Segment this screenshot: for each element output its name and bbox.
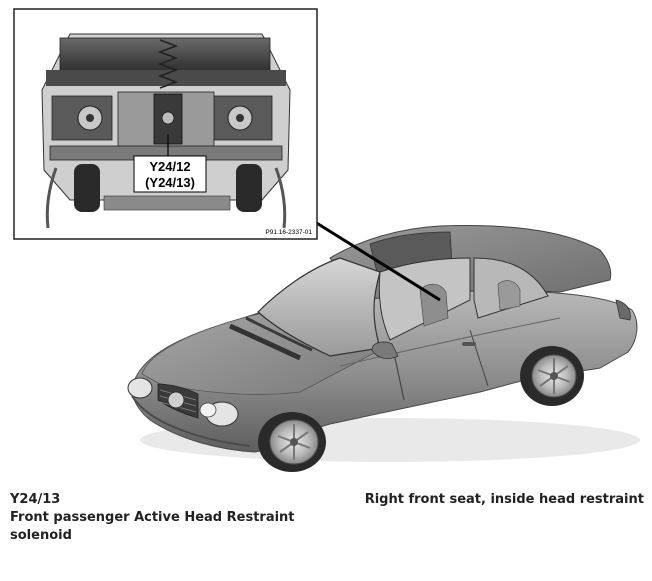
figure-id: P91.16-2337-01	[265, 229, 312, 236]
component-description: Front passenger Active Head Restraint so…	[10, 510, 295, 543]
component-location: Right front seat, inside head restraint	[364, 492, 644, 507]
callout-secondary: (Y24/13)	[145, 175, 195, 190]
leader-line	[314, 220, 441, 302]
seat-mechanism	[41, 33, 291, 229]
detail-inset: Y24/12 (Y24/13) P91.16-2337-01	[13, 8, 318, 240]
caption-right: Right front seat, inside head restraint	[344, 491, 644, 509]
caption-left: Y24/13 Front passenger Active Head Restr…	[10, 491, 340, 545]
car-illustration	[127, 225, 640, 472]
component-location-illustration: Y24/12 (Y24/13) P91.16-2337-01	[13, 8, 640, 472]
callout-box	[133, 155, 207, 193]
component-code: Y24/13	[10, 492, 61, 507]
callout-primary: Y24/12	[149, 159, 190, 174]
